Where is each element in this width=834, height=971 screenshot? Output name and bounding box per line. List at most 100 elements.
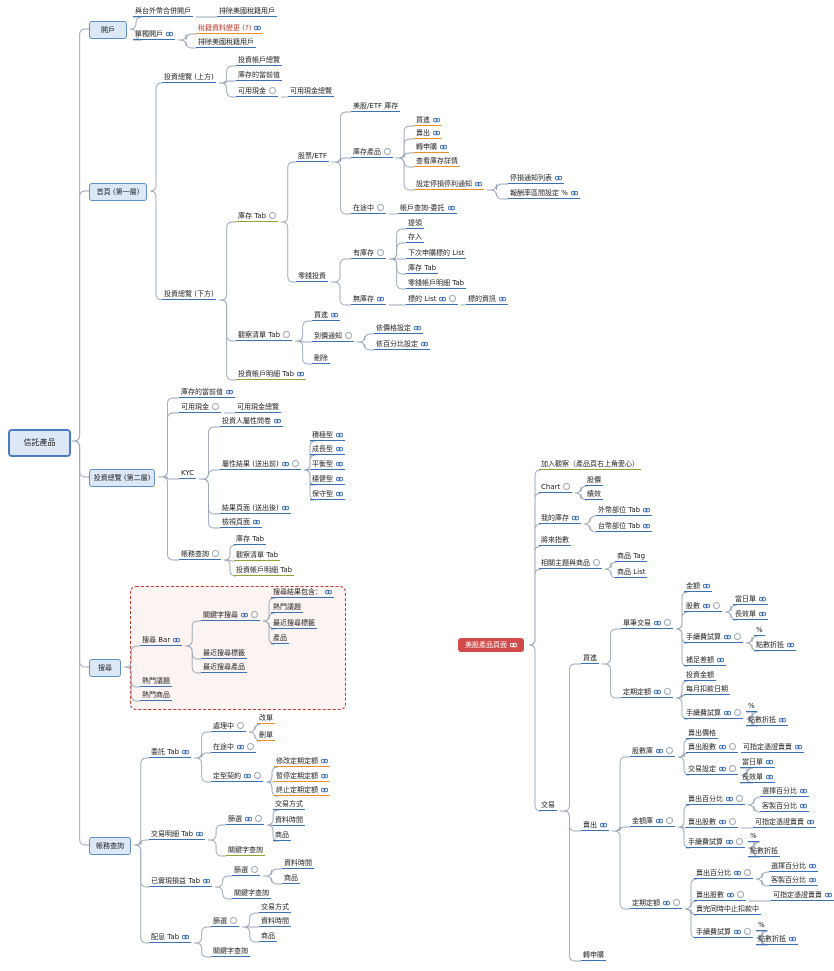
link-icon[interactable] xyxy=(656,748,663,754)
link-icon[interactable] xyxy=(475,181,482,187)
node-nt1[interactable]: 停損通知列表 xyxy=(508,173,564,184)
node-wa1[interactable]: 依價格設定 xyxy=(374,323,423,334)
collapse-toggle-icon[interactable] xyxy=(666,817,673,824)
link-icon[interactable] xyxy=(787,642,794,648)
node-tinf[interactable]: 標的資訊 xyxy=(466,294,508,305)
node-f2[interactable]: 篩選 xyxy=(232,865,260,876)
link-icon[interactable] xyxy=(336,432,343,438)
node-wt[interactable]: 觀察清單 Tab xyxy=(236,330,293,341)
link-icon[interactable] xyxy=(719,744,726,750)
node-kw[interactable]: 關鍵字搜尋 xyxy=(201,610,260,621)
node-wb[interactable]: 買進 xyxy=(312,310,340,321)
collapse-toggle-icon[interactable] xyxy=(345,332,352,339)
link-icon[interactable] xyxy=(654,689,661,695)
node-o2[interactable]: 投資總覽 (第二層) xyxy=(89,469,155,487)
link-icon[interactable] xyxy=(245,816,252,822)
link-icon[interactable] xyxy=(643,507,651,513)
link-icon[interactable] xyxy=(719,819,726,825)
link-icon[interactable] xyxy=(779,717,786,723)
collapse-toggle-icon[interactable] xyxy=(251,611,258,618)
node-hi[interactable]: 有庫存 xyxy=(351,248,386,259)
collapse-toggle-icon[interactable] xyxy=(212,550,219,557)
node-dc0[interactable]: 投資金額 xyxy=(684,670,716,681)
link-icon[interactable] xyxy=(766,759,773,765)
collapse-toggle-icon[interactable] xyxy=(593,559,600,566)
collapse-toggle-icon[interactable] xyxy=(283,331,291,338)
node-d20[interactable]: 賣出百分比 xyxy=(694,868,753,879)
node-fl[interactable]: 篩選 xyxy=(226,814,264,825)
collapse-toggle-icon[interactable] xyxy=(736,795,743,802)
node-oa5[interactable]: 排除美國稅籍用戶 xyxy=(196,37,256,48)
node-kq2[interactable]: 關鍵字查詢 xyxy=(232,888,271,899)
node-f30[interactable]: 交易方式 xyxy=(259,902,291,913)
node-rg1[interactable]: 暫停定期定額 xyxy=(274,771,330,782)
node-ot2[interactable]: 庫存的當前值 xyxy=(236,70,282,81)
node-ot1[interactable]: 投資帳戶總覽 xyxy=(236,55,282,66)
collapse-toggle-icon[interactable] xyxy=(237,722,244,729)
link-icon[interactable] xyxy=(809,877,816,883)
node-oa4[interactable]: 稅籍資料變更 (?) xyxy=(196,23,264,34)
node-baf1[interactable]: 點數折抵 xyxy=(748,846,780,857)
link-icon[interactable] xyxy=(182,934,190,940)
node-rg2[interactable]: 終止定期定額 xyxy=(274,785,330,796)
node-dc2[interactable]: 手續費試算 xyxy=(684,708,743,719)
node-oa2[interactable]: 排除美國稅籍用戶 xyxy=(217,6,277,17)
node-fe1[interactable]: 點數折抵 xyxy=(754,640,796,651)
node-kw1[interactable]: 熱門議題 xyxy=(271,602,303,613)
node-d2[interactable]: 定期定額 xyxy=(630,898,682,909)
node-wa[interactable]: 到價通知 xyxy=(312,331,354,342)
collapse-toggle-icon[interactable] xyxy=(230,917,237,924)
node-ot3[interactable]: 可用現金 xyxy=(236,86,278,97)
link-icon[interactable] xyxy=(321,787,328,793)
link-icon[interactable] xyxy=(196,831,204,837)
node-ot_[interactable]: 委託 Tab xyxy=(149,747,192,758)
link-icon[interactable] xyxy=(759,611,766,617)
link-icon[interactable] xyxy=(499,296,506,302)
link-icon[interactable] xyxy=(325,589,332,595)
collapse-toggle-icon[interactable] xyxy=(734,633,741,640)
node-ac1[interactable]: 賣出 xyxy=(414,128,442,139)
node-d2p0[interactable]: 選擇百分比 xyxy=(769,861,818,872)
node-tr2[interactable]: 在途中 xyxy=(211,742,256,753)
node-sg3[interactable]: 補足差額 xyxy=(684,655,726,666)
node-ol[interactable]: 零錢投資 xyxy=(296,271,328,282)
link-icon[interactable] xyxy=(203,878,211,884)
node-rt[interactable]: 最近搜尋標籤 xyxy=(201,648,247,659)
node-ba[interactable]: 金額庫 xyxy=(630,816,675,827)
node-d23[interactable]: 手續費試算 xyxy=(694,927,753,938)
link-icon[interactable] xyxy=(241,612,248,618)
node-d22[interactable]: 賣完同時中止扣款中 xyxy=(694,904,761,915)
node-bs2[interactable]: 交易設定 xyxy=(686,764,738,775)
node-rg0[interactable]: 修改定期定額 xyxy=(274,756,330,767)
link-icon[interactable] xyxy=(281,461,289,467)
link-icon[interactable] xyxy=(719,766,726,772)
node-bss0[interactable]: 當日單 xyxy=(740,757,775,768)
link-icon[interactable] xyxy=(336,476,343,482)
link-icon[interactable] xyxy=(600,822,607,828)
node-sh0[interactable]: 當日單 xyxy=(733,594,768,605)
node-d2f0[interactable]: % xyxy=(756,920,767,931)
node-ky[interactable]: KYC xyxy=(179,468,197,479)
node-wa2[interactable]: 依百分比設定 xyxy=(374,339,430,350)
collapse-toggle-icon[interactable] xyxy=(664,688,671,695)
node-ac3[interactable]: 查看庫存詳情 xyxy=(414,156,460,167)
link-icon[interactable] xyxy=(377,296,384,302)
node-kw0[interactable]: 搜尋結果包含： xyxy=(271,587,334,598)
link-icon[interactable] xyxy=(274,418,281,424)
node-sr[interactable]: 搜尋 xyxy=(89,659,121,677)
node-hi2[interactable]: 下次申購標的 List xyxy=(406,248,467,259)
node-bsh[interactable]: 可指定憑證賣賣 xyxy=(741,742,804,753)
node-d2f1[interactable]: 點數折抵 xyxy=(756,934,798,945)
node-aqq[interactable]: 帳務查詢 xyxy=(179,549,221,560)
link-icon[interactable] xyxy=(439,296,447,302)
link-icon[interactable] xyxy=(166,31,173,37)
link-icon[interactable] xyxy=(663,900,670,906)
link-icon[interactable] xyxy=(759,596,766,602)
node-ot4[interactable]: 可用現金總覽 xyxy=(288,86,334,97)
node-bs1[interactable]: 賣出股數 xyxy=(686,742,738,753)
node-fx[interactable]: 將來指數 xyxy=(539,535,571,546)
collapse-toggle-icon[interactable] xyxy=(563,483,571,490)
collapse-toggle-icon[interactable] xyxy=(449,295,457,302)
root-node-us-stock-page[interactable]: 美股產品頁面 xyxy=(458,638,524,652)
node-ob[interactable]: 投資總覽 (下方) xyxy=(162,289,216,300)
